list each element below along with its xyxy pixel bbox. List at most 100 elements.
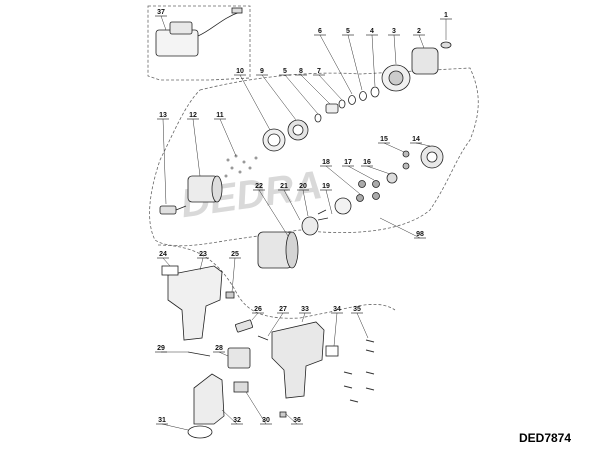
callout-label-2: 2 [417,28,421,35]
model-code: DED7874 [519,431,571,445]
small-clip-part [279,411,287,418]
callout-leader-line [231,257,236,293]
callout-leader-line [415,142,431,147]
callout-label-13: 13 [159,112,167,119]
part-callout-6: 6 [314,28,353,95]
part-callout-13: 13 [157,112,169,205]
callout-label-16: 16 [363,159,371,166]
clutch-ring-part [402,145,444,170]
screws-part [343,339,375,403]
callout-label-36: 36 [293,417,301,424]
callout-leader-line [161,423,189,431]
right-housing-part [271,321,339,399]
callout-label-37: 37 [157,9,165,16]
left-housing-part [161,265,223,341]
callout-leader-line [221,409,238,425]
callout-label-19: 19 [322,183,330,190]
callout-leader-line [356,312,369,339]
callout-leader-line [192,118,201,177]
callout-leader-line [283,189,301,221]
part-callout-25: 25 [229,251,241,293]
callout-label-21: 21 [280,183,288,190]
part-callout-19: 19 [320,183,333,215]
trigger-switch-part [187,347,251,393]
part-callout-3: 3 [388,28,400,65]
callout-label-29: 29 [157,345,165,352]
part-callout-21: 21 [278,183,301,221]
callout-leader-line [160,15,167,31]
part-callout-32: 32 [221,409,243,425]
part-callout-27: 27 [267,306,289,337]
callout-leader-line [251,312,259,321]
callout-leader-line [199,257,204,271]
callout-label-10: 10 [236,68,244,75]
charger-group-outline [147,5,251,81]
callout-label-14: 14 [412,136,420,143]
gearbox-group-outline [149,67,479,247]
callout-label-27: 27 [279,306,287,313]
callout-label-33: 33 [301,306,309,313]
part-callout-37: 37 [155,9,167,31]
callout-label-7: 7 [317,68,321,75]
callout-leader-line [379,217,421,239]
callout-leader-line [162,118,167,205]
motor-part [257,209,329,269]
callout-label-5a: 5 [346,28,350,35]
part-callout-30: 30 [245,391,272,425]
callout-leader-line [245,391,267,425]
callout-label-31: 31 [158,417,166,424]
callout-label-24: 24 [159,251,167,258]
callout-label-6: 6 [318,28,322,35]
part-callout-9: 9 [256,68,297,121]
callout-leader-line [284,74,319,115]
part-callout-18: 18 [320,159,361,195]
callout-leader-line [347,34,363,91]
part-callout-22: 22 [253,183,289,237]
callout-label-18: 18 [322,159,330,166]
callout-leader-line [393,34,397,65]
callout-label-30: 30 [262,417,270,424]
part-callout-20: 20 [297,183,309,217]
chuck-part [381,41,452,92]
part-callout-31: 31 [156,417,189,431]
part-callout-7: 7 [313,68,343,101]
callout-label-9: 9 [260,68,264,75]
callout-leader-line [219,118,237,157]
callout-label-15: 15 [380,136,388,143]
callout-leader-line [239,74,271,131]
planetary-gears-part [334,172,398,215]
part-callout-2: 2 [413,28,425,49]
callout-leader-line [366,165,391,175]
callout-label-3: 3 [392,28,396,35]
callout-leader-line [301,312,306,323]
callout-leader-line [383,142,405,153]
callout-label-17: 17 [344,159,352,166]
callout-label-1: 1 [444,12,448,19]
gear-housing-part [159,154,258,215]
part-callout-29: 29 [155,345,188,353]
callout-leader-line [418,34,425,49]
callout-leader-line [347,165,375,181]
part-callout-10: 10 [234,68,271,131]
callout-label-23: 23 [199,251,207,258]
callout-leader-line [300,74,331,105]
switch-parts [225,291,269,341]
callout-label-12: 12 [189,112,197,119]
callout-leader-line [325,165,361,195]
housing-group-outline [157,244,396,319]
callout-label-98: 98 [416,231,424,238]
callout-label-22: 22 [255,183,263,190]
part-callout-23: 23 [197,251,209,271]
part-callout-34: 34 [331,306,343,347]
callout-leader-line [333,312,338,347]
callout-leader-line [318,74,343,101]
callout-leader-line [371,34,376,87]
callout-label-5b: 5 [283,68,287,75]
part-callout-35: 35 [351,306,369,339]
callout-label-20: 20 [299,183,307,190]
battery-part [187,373,225,439]
callout-leader-line [258,189,289,237]
part-callout-26: 26 [251,306,264,321]
part-callout-14: 14 [410,136,431,147]
